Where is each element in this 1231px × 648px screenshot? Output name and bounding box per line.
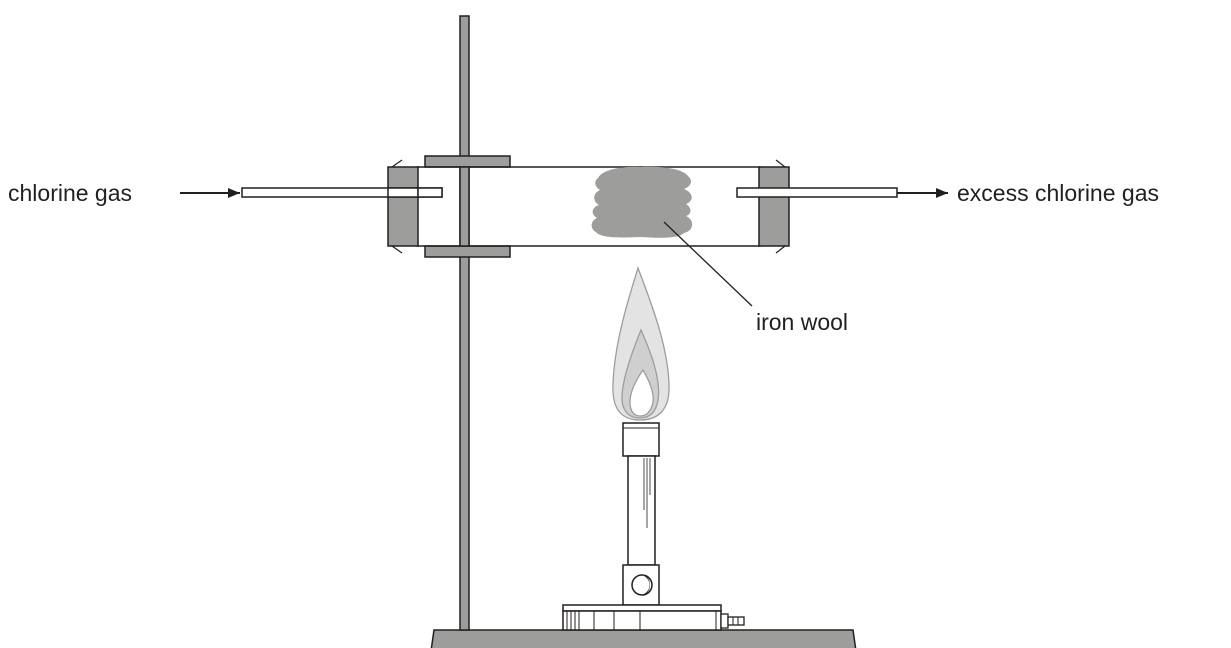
air-hole xyxy=(631,574,653,596)
burner-base xyxy=(562,610,722,631)
stand-base xyxy=(430,629,857,648)
clamp-top-jaw xyxy=(424,155,511,168)
flame-inner-cone xyxy=(629,368,654,417)
combustion-tube xyxy=(416,166,761,247)
gas-inlet-nozzle xyxy=(720,613,745,629)
outlet-tube xyxy=(736,187,898,198)
stand-rod xyxy=(459,15,470,631)
burner-barrel xyxy=(627,455,656,566)
retort-stand xyxy=(430,15,857,648)
inlet-tube xyxy=(241,187,443,198)
bunsen-burner xyxy=(562,265,745,631)
right-stopper xyxy=(758,159,790,254)
inlet-label: chlorine gas xyxy=(8,180,132,206)
clamp-bottom-jaw xyxy=(424,245,511,258)
burner-base-top xyxy=(562,604,722,612)
iron-wool-label: iron wool xyxy=(756,309,848,335)
iron-wool xyxy=(591,166,693,238)
outlet-label: excess chlorine gas xyxy=(957,180,1159,206)
iron-wool-leader-line xyxy=(663,221,753,307)
left-stopper xyxy=(387,159,419,254)
